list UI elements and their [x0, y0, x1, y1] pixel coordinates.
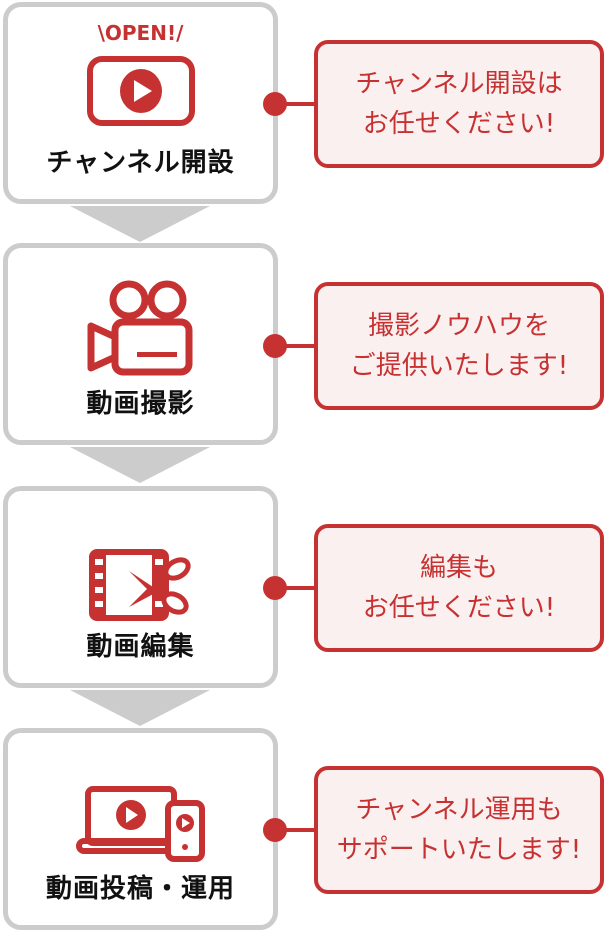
- callout-line: チャンネル運用も: [355, 795, 563, 825]
- connector-line: [280, 586, 316, 590]
- open-badge: \OPEN!/: [97, 21, 184, 45]
- callout: チャンネル開設はお任せください!: [314, 40, 604, 168]
- step-label: 動画編集: [86, 632, 195, 662]
- down-arrow: [70, 690, 210, 726]
- step-channel-open: \OPEN!/ チャンネル開設: [3, 2, 278, 204]
- callout-line: チャンネル開設は: [355, 69, 563, 99]
- callout: チャンネル運用もサポートいたします!: [314, 766, 604, 894]
- callout-line: サポートいたします!: [336, 835, 582, 865]
- callout: 撮影ノウハウをご提供いたします!: [314, 282, 604, 410]
- callout-line: 編集も: [419, 553, 498, 583]
- film-scissors-icon: [8, 509, 273, 621]
- connector-line: [280, 102, 316, 106]
- connector-line: [280, 344, 316, 348]
- step-label: 動画投稿・運用: [45, 874, 235, 904]
- video-camera-icon: [8, 266, 273, 378]
- step-video-post-operate: 動画投稿・運用: [3, 728, 278, 930]
- channel-play-icon: [8, 37, 273, 127]
- callout-line: お任せください!: [362, 593, 556, 623]
- callout-line: 撮影ノウハウを: [367, 311, 550, 341]
- down-arrow: [70, 206, 210, 242]
- down-arrow: [70, 447, 210, 483]
- callout: 編集もお任せください!: [314, 524, 604, 652]
- callout-line: ご提供いたします!: [349, 351, 569, 381]
- callout-line: お任せください!: [362, 109, 556, 139]
- connector-line: [280, 828, 316, 832]
- step-label: チャンネル開設: [46, 148, 235, 178]
- step-video-edit: 動画編集: [3, 486, 278, 688]
- laptop-phone-video-icon: [8, 751, 273, 863]
- step-label: 動画撮影: [86, 389, 195, 419]
- step-video-shoot: 動画撮影: [3, 243, 278, 445]
